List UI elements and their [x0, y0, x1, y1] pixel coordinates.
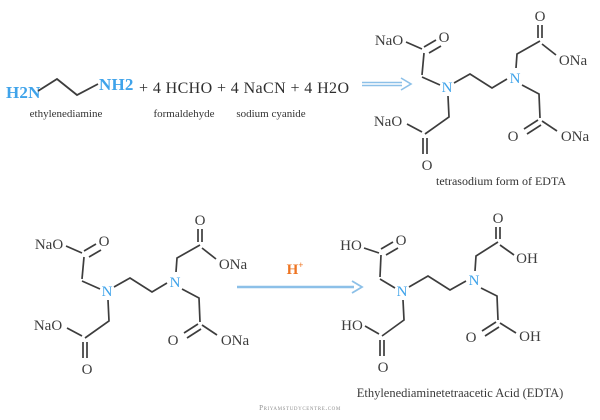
atom-ona-lower: ONa	[221, 333, 250, 349]
atom-o-upper-left: O	[99, 234, 110, 250]
atom-nao-upper: NaO	[375, 33, 403, 49]
atom-ona-lower: ONa	[561, 129, 590, 145]
tetrasodium-edta-structure-top: NaO O O ONa N N NaO O O ONa	[374, 9, 590, 174]
atom-o-lower-left: O	[422, 158, 433, 174]
atom-n-right: N	[170, 275, 181, 291]
atom-o-lower-right: O	[168, 333, 179, 349]
atom-n-left: N	[442, 80, 453, 96]
acidification-arrow-icon	[237, 280, 364, 294]
atom-o-upper-right: O	[493, 211, 504, 227]
atom-nao-lower: NaO	[374, 114, 402, 130]
tetrasodium-caption: tetrasodium form of EDTA	[435, 174, 567, 188]
tetrasodium-atom-labels: NaO O O ONa N N NaO O O ONa	[374, 9, 590, 174]
atom-nao-upper: NaO	[35, 237, 63, 253]
atom-o-upper-right: O	[195, 213, 206, 229]
atom-o-upper-left: O	[439, 30, 450, 46]
atom-ho-lower: HO	[341, 318, 363, 334]
tetrasodium-bonds	[65, 229, 218, 358]
label-formaldehyde: formaldehyde	[153, 108, 215, 120]
label-sodium-cyanide: sodium cyanide	[236, 108, 306, 120]
ethylenediamine-h2n-label: H2N	[6, 83, 41, 102]
atom-o-lower-left: O	[378, 360, 389, 376]
hydrogen-ion-base: H	[286, 262, 299, 278]
atom-ho-upper: HO	[340, 238, 362, 254]
tetrasodium-edta-structure-bottom: NaO O O ONa N N NaO O O ONa	[34, 213, 250, 378]
tetrasodium-bonds	[405, 25, 558, 154]
atom-ona-upper: ONa	[559, 53, 588, 69]
tetrasodium-atom-labels: NaO O O ONa N N NaO O O ONa	[34, 213, 250, 378]
hydrogen-ion-label: H+	[287, 260, 304, 279]
atom-n-left: N	[102, 284, 113, 300]
reagents-text: + 4 HCHO + 4 NaCN + 4 H2O	[139, 80, 350, 97]
atom-o-lower-right: O	[466, 330, 477, 346]
atom-nao-lower: NaO	[34, 318, 62, 334]
atom-oh-upper: OH	[516, 251, 538, 267]
reaction-arrow-lines	[362, 77, 413, 91]
atom-n-right: N	[469, 273, 480, 289]
atom-o-upper-left: O	[396, 233, 407, 249]
atom-o-upper-right: O	[535, 9, 546, 25]
atom-n-right: N	[510, 71, 521, 87]
atom-o-lower-left: O	[82, 362, 93, 378]
label-ethylenediamine: ethylenediamine	[29, 108, 103, 120]
edta-acid-atom-labels: HO O O OH N N HO O O OH	[340, 211, 541, 376]
atom-oh-lower: OH	[519, 329, 541, 345]
reaction-arrow-icon	[362, 77, 413, 91]
atom-o-lower-right: O	[508, 129, 519, 145]
edta-acid-structure: HO O O OH N N HO O O OH	[340, 211, 541, 376]
ethylenediamine-bonds	[37, 77, 99, 97]
atom-ona-upper: ONa	[219, 257, 248, 273]
ethylenediamine-nh2-label: NH2	[99, 75, 134, 94]
edta-acid-bonds	[363, 227, 517, 356]
watermark: Priyamstudycentre.com	[259, 404, 341, 412]
ethylenediamine-skeleton	[37, 77, 99, 97]
acidification-arrow-lines	[237, 280, 364, 294]
edta-acid-caption: Ethylenediaminetetraacetic Acid (EDTA)	[356, 386, 564, 400]
hydrogen-ion-charge: +	[298, 260, 304, 270]
atom-n-left: N	[397, 284, 408, 300]
